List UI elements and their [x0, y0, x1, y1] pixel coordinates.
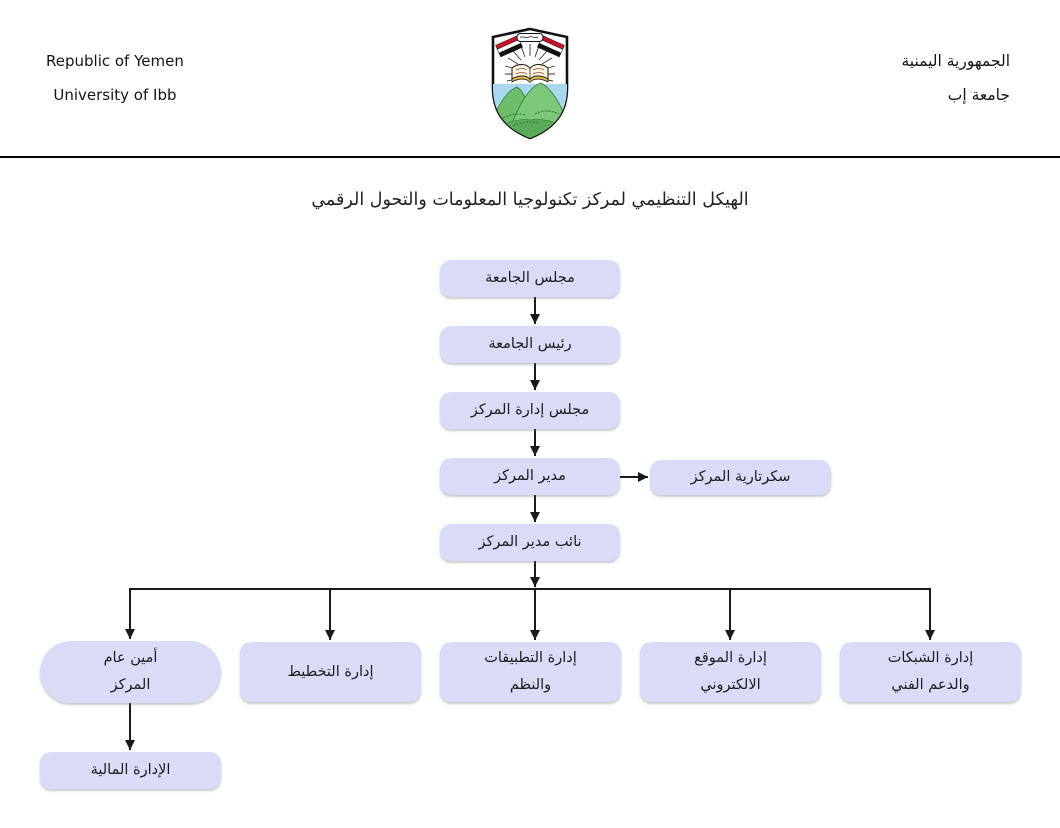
flag-left: [495, 35, 523, 58]
header-country-en: Republic of Yemen: [46, 52, 184, 70]
top-banner: [516, 33, 544, 42]
node-planning-department: إدارة التخطيط: [240, 642, 421, 702]
node-center-board: مجلس إدارة المركز: [440, 392, 620, 429]
header-right-block: الجمهورية اليمنية جامعة إب: [901, 44, 1010, 112]
header-university-en: University of Ibb: [53, 86, 177, 104]
node-website-department: إدارة الموقع الالكتروني: [640, 642, 821, 702]
node-deputy-center-director: نائب مدير المركز: [440, 524, 620, 561]
node-center-secretary-general: أمين عام المركز: [40, 641, 221, 703]
header-country-ar: الجمهورية اليمنية: [901, 52, 1010, 70]
university-logo-icon: [491, 27, 569, 140]
chart-title: الهيكل التنظيمي لمركز تكنولوجيا المعلوما…: [311, 190, 749, 210]
node-financial-administration: الإدارة المالية: [40, 752, 221, 789]
header-left-block: Republic of Yemen University of Ibb: [46, 44, 184, 112]
node-center-director: مدير المركز: [440, 458, 620, 495]
node-university-president: رئيس الجامعة: [440, 326, 620, 363]
node-center-secretariat: سكرتارية المركز: [650, 460, 831, 495]
header-university-ar: جامعة إب: [947, 86, 1010, 104]
node-university-council: مجلس الجامعة: [440, 260, 620, 297]
header-divider: [0, 156, 1060, 158]
open-book: [511, 63, 549, 84]
node-networks-technical-support-department: إدارة الشبكات والدعم الفني: [840, 642, 1021, 702]
node-applications-systems-department: إدارة التطبيقات والنظم: [440, 642, 621, 702]
